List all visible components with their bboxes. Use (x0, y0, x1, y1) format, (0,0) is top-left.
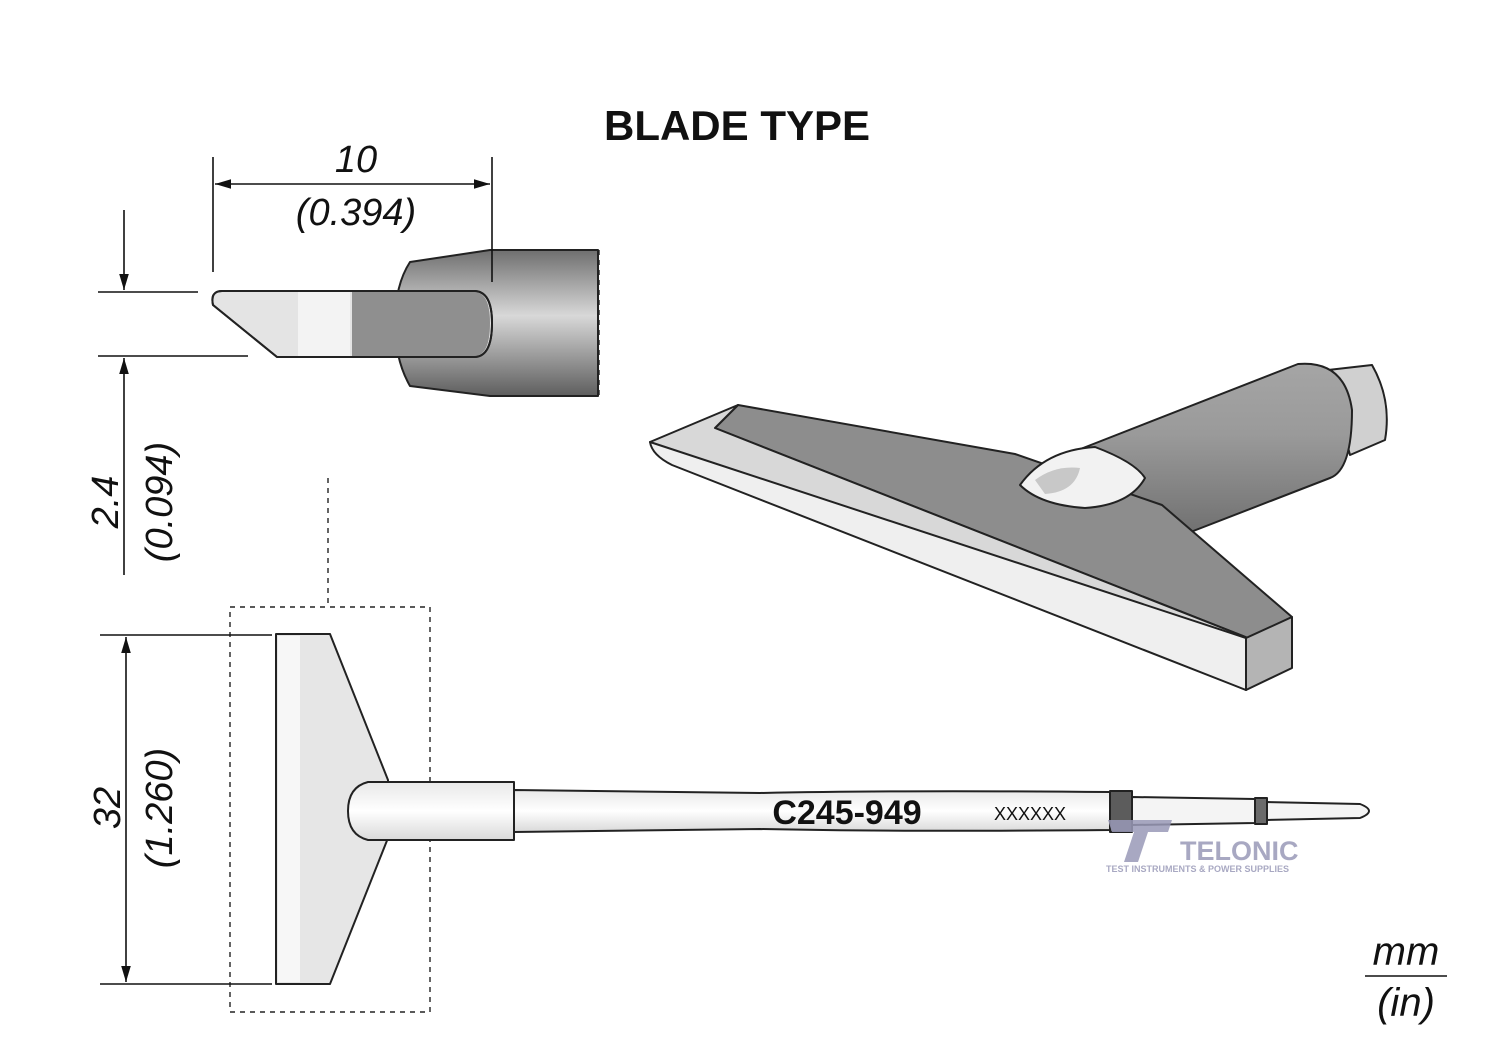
length-in-label: (1.260) (139, 748, 181, 868)
perspective-blade-front (649, 441, 1247, 691)
length-dimension: 32 (1.260) (87, 634, 272, 985)
telonic-watermark: TELONIC TEST INSTRUMENTS & POWER SUPPLIE… (1106, 820, 1299, 874)
width-mm-label: 10 (335, 139, 377, 181)
top-view: C245-949 XXXXXX (229, 478, 1370, 1013)
units-primary: mm (1373, 930, 1440, 974)
watermark-tagline: TEST INSTRUMENTS & POWER SUPPLIES (1106, 864, 1289, 874)
watermark-brand: TELONIC (1180, 836, 1299, 866)
thickness-dimension: 2.4 (0.094) (85, 210, 248, 575)
side-view-blade-light (298, 292, 350, 356)
top-view-pin (1266, 801, 1370, 821)
diagram-title: BLADE TYPE (604, 102, 870, 149)
part-number-label: C245-949 (772, 794, 921, 832)
telonic-logo-icon (1108, 820, 1172, 862)
perspective-blade-end (1245, 616, 1293, 691)
side-view-blade-dark (352, 292, 490, 356)
perspective-view (649, 362, 1388, 691)
side-view (211, 249, 600, 397)
thickness-in-label: (0.094) (139, 442, 181, 562)
length-mm-label: 32 (87, 787, 129, 829)
units-secondary: (in) (1377, 981, 1435, 1025)
width-in-label: (0.394) (296, 192, 416, 234)
perspective-shank (1077, 362, 1353, 541)
units-legend: mm (in) (1365, 930, 1447, 1025)
serial-marking-label: XXXXXX (994, 804, 1066, 824)
thickness-mm-label: 2.4 (85, 476, 127, 530)
top-view-hub (347, 781, 515, 841)
width-dimension: 10 (0.394) (212, 139, 493, 282)
